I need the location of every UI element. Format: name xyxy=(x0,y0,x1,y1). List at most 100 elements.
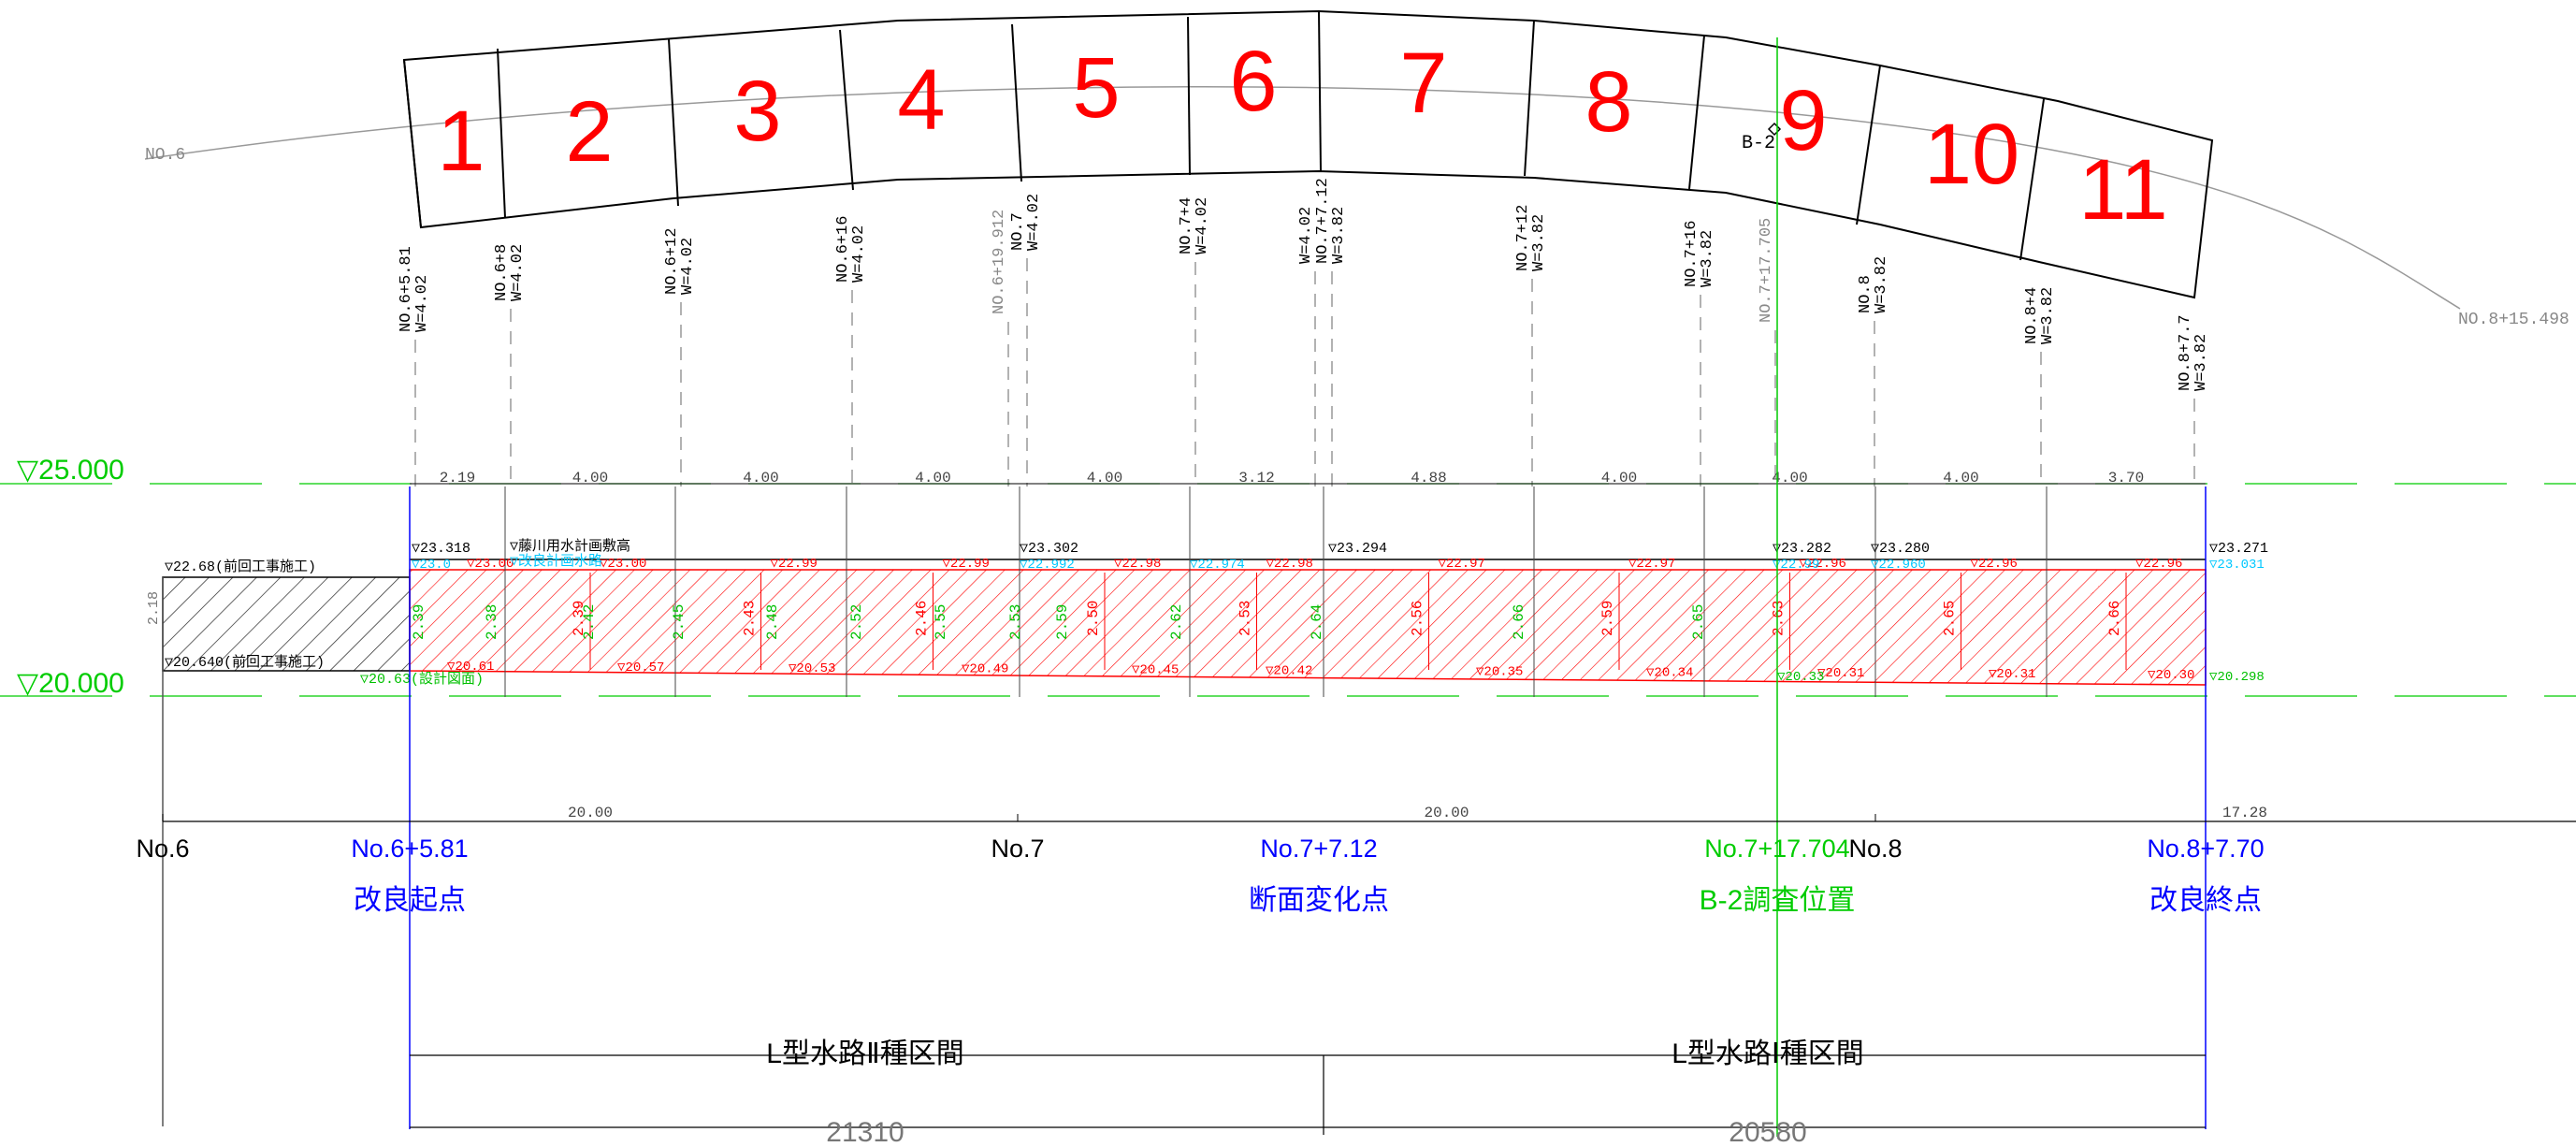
top-elevation-label: ▽23.318 xyxy=(412,541,470,557)
bottom-level-label: ▽20.42 xyxy=(1266,664,1312,679)
cyan-level-label: ▽22.960 xyxy=(1871,558,1926,573)
height-label: 2.43 xyxy=(742,601,759,636)
station-name-label: NO.8+4 xyxy=(2023,287,2041,344)
plan-divider xyxy=(403,59,422,228)
green-height-label: 2.65 xyxy=(1690,604,1707,640)
top-level-label: ▽22.98 xyxy=(1266,557,1313,572)
station-width-label: W=3.82 xyxy=(2192,334,2210,391)
b2-diamond-icon xyxy=(1767,122,1782,137)
spacing-label: 4.00 xyxy=(1087,470,1122,486)
station-name-label: NO.6+8 xyxy=(493,244,511,301)
ruler-station-label: No.6 xyxy=(136,835,189,863)
station-name-label: NO.6+5.81 xyxy=(398,246,415,332)
level-25-label: ▽25.000 xyxy=(17,455,124,486)
ruler-station-label: No.7+7.12 xyxy=(1260,835,1377,863)
height-label: 2.63 xyxy=(1771,601,1787,636)
station-name-label: W=4.02 xyxy=(1297,207,1315,264)
height-label: 2.39 xyxy=(571,601,587,636)
plan-segment-number: 10 xyxy=(1924,107,2019,202)
green-height-label: 2.55 xyxy=(933,604,949,640)
ruler-station-label: No.8+7.70 xyxy=(2147,835,2264,863)
bottom-level-label: ▽20.53 xyxy=(789,661,835,676)
station-width-label: W=3.82 xyxy=(1330,207,1348,264)
top-elevation-label: ▽23.280 xyxy=(1871,541,1930,557)
boring-b2-marker: B-2 xyxy=(1742,122,1782,154)
top-level-label: ▽22.96 xyxy=(1800,557,1846,572)
section-type2-length: 21310 xyxy=(826,1117,904,1147)
top-elevation-label: ▽23.282 xyxy=(1773,541,1831,557)
profile-red-levels: ▽23.00▽23.00▽22.99▽22.99▽22.98▽22.98▽22.… xyxy=(412,557,2265,685)
station-width-label: W=3.82 xyxy=(2039,287,2057,344)
design-note: ▽藤川用水計画敷高 xyxy=(510,537,630,555)
b2-label: B-2 xyxy=(1742,133,1775,154)
station-name-label: NO.7+17.705 xyxy=(1758,218,1775,323)
station-width-label: W=4.02 xyxy=(1194,197,1211,254)
ruler-note: 断面変化点 xyxy=(1249,885,1389,916)
top-level-label: ▽22.99 xyxy=(943,557,990,572)
bottom-level-label: ▽20.30 xyxy=(2148,668,2194,683)
ruler-dim-label: 20.00 xyxy=(568,805,613,821)
station-name-label: NO.6+19.912 xyxy=(991,210,1008,314)
previous-work-section xyxy=(162,576,411,672)
station-name-label: NO.7+7.12 xyxy=(1314,178,1332,264)
top-level-label: ▽22.96 xyxy=(1971,557,2018,572)
green-height-label: 2.52 xyxy=(848,604,865,640)
plan-divider xyxy=(497,48,506,219)
height-label: 2.65 xyxy=(1942,601,1959,636)
station-name-label: NO.7+12 xyxy=(1514,205,1532,271)
design-bottom-note: ▽20.63(設計図面) xyxy=(360,671,484,688)
height-label: 2.66 xyxy=(2106,601,2123,636)
profile-top-elevations: ▽23.318▽23.302▽23.294▽23.282▽23.280▽23.2… xyxy=(412,541,2268,557)
green-height-label: 2.59 xyxy=(1054,604,1071,640)
section-type1-label: L型水路Ⅰ種区間 xyxy=(1672,1038,1864,1069)
plan-divider xyxy=(839,29,854,191)
green-bottom-level-label: ▽20.298 xyxy=(2209,670,2265,685)
station-name-label: NO.7 xyxy=(1009,212,1027,251)
bottom-level-label: ▽20.31 xyxy=(1817,666,1864,681)
station-name-label: NO.7+4 xyxy=(1178,197,1195,254)
design-note-cyan: ▽改良計画水路 xyxy=(510,553,602,570)
ruler-dim-label: 20.00 xyxy=(1424,805,1469,821)
cyan-level-label: ▽23.0 xyxy=(412,558,451,573)
station-width-label: W=4.02 xyxy=(1025,194,1043,251)
spacing-label: 2.19 xyxy=(440,470,475,486)
spacing-label: 4.88 xyxy=(1411,470,1446,486)
green-height-label: 2.64 xyxy=(1309,604,1325,640)
station-width-label: W=3.82 xyxy=(1873,256,1890,313)
top-elevation-label: ▽23.302 xyxy=(1020,541,1078,557)
spacing-label: 4.00 xyxy=(1601,470,1637,486)
spacing-label: 4.00 xyxy=(1772,470,1807,486)
bottom-level-label: ▽20.45 xyxy=(1132,663,1179,678)
bottom-level-label: ▽20.35 xyxy=(1476,664,1523,679)
spacing-label: 4.00 xyxy=(1943,470,1978,486)
top-level-label: ▽23.00 xyxy=(600,557,646,572)
ruler-note: B-2調査位置 xyxy=(1700,885,1856,916)
ruler-dim-label: 17.28 xyxy=(2222,805,2267,821)
plan-segment-number: 11 xyxy=(2078,142,2168,238)
plan-end-label: NO.8+15.498 xyxy=(2458,311,2569,329)
green-height-label: 2.38 xyxy=(484,604,500,640)
green-height-label: 2.45 xyxy=(671,604,687,640)
ruler-note: 改良起点 xyxy=(354,885,466,916)
top-elevation-label: ▽23.271 xyxy=(2209,541,2268,557)
ruler-station-label: No.7 xyxy=(991,835,1044,863)
ruler-station-label: No.7+17.704 xyxy=(1704,835,1849,863)
plan-divider xyxy=(1187,16,1191,176)
plan-divider xyxy=(1318,10,1322,172)
station-name-label: NO.8 xyxy=(1857,275,1874,313)
plan-segment-number: 3 xyxy=(733,64,781,159)
station-width-label: W=4.02 xyxy=(679,238,697,295)
height-label: 2.46 xyxy=(914,601,931,636)
top-level-label: ▽22.97 xyxy=(1439,557,1485,572)
cyan-level-label: ▽22.99 xyxy=(1773,558,1819,573)
top-level-label: ▽22.97 xyxy=(1628,557,1675,572)
bottom-level-label: ▽20.31 xyxy=(1989,667,2035,682)
plan-start-label: NO.6 xyxy=(145,146,185,165)
height-label: 2.53 xyxy=(1237,601,1254,636)
plan-segment-number: 6 xyxy=(1229,34,1277,129)
